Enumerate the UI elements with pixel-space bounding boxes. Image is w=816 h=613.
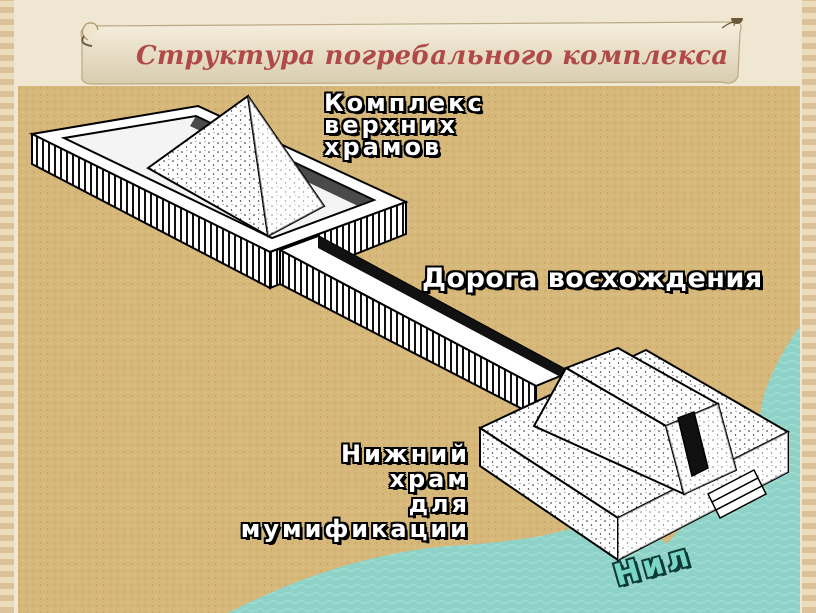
funerary-complex-illustration: [18, 86, 800, 613]
diagram-panel: Комплекс верхних храмов Дорога восхожден…: [18, 86, 800, 613]
title-scroll-banner: [74, 18, 746, 90]
nile-river: [18, 86, 800, 613]
lower-temple: [477, 346, 791, 562]
nile-river-west: [228, 526, 578, 613]
pyramid: [146, 94, 326, 238]
label-upper-temples: Комплекс верхних храмов: [324, 89, 485, 161]
causeway: [277, 234, 573, 418]
label-causeway: Дорога восхождения: [422, 263, 763, 294]
temple-stairs: [706, 468, 768, 520]
right-ornament-border: [802, 0, 816, 613]
page-title: Структура погребального комплекса: [136, 41, 729, 71]
left-ornament-border: [0, 0, 14, 613]
temple-doorway: [677, 411, 709, 478]
label-lower-temple: Нижний храм для мумификации: [240, 440, 470, 543]
